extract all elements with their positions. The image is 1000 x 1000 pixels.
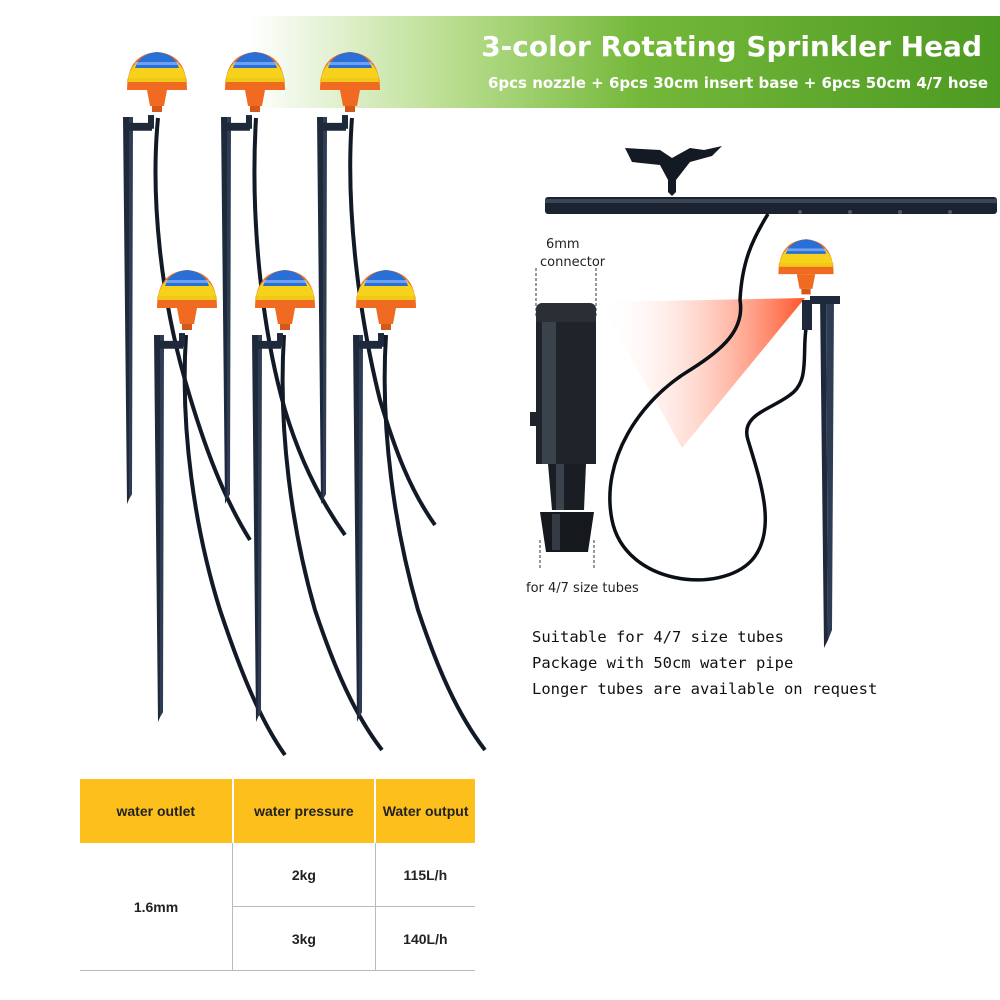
sprinkler-nozzle: [127, 52, 187, 112]
output-cell: 140L/h: [375, 906, 475, 971]
info-line: Package with 50cm water pipe: [532, 654, 794, 672]
info-line: Suitable for 4/7 size tubes: [532, 628, 784, 646]
hose: [280, 334, 384, 752]
hose: [252, 117, 347, 537]
hose: [153, 117, 252, 542]
outlet-cell: 1.6mm: [80, 843, 234, 971]
hose: [348, 117, 437, 527]
banner-subtitle: 6pcs nozzle + 6pcs 30cm insert base + 6p…: [487, 74, 988, 92]
connector-6mm: [530, 303, 596, 552]
header-water-output: Water output: [375, 779, 475, 843]
punch-tool: [625, 146, 722, 196]
insert-stake: [123, 115, 154, 505]
water-spray: [600, 298, 805, 448]
hose: [382, 334, 487, 752]
main-pipe: [545, 197, 997, 214]
table-row: 3kg 140L/h: [80, 906, 475, 971]
output-cell: 115L/h: [375, 843, 475, 907]
dimension-mark: [535, 268, 597, 570]
hose: [182, 334, 287, 757]
table-row: 1.6mm 2kg 115L/h: [80, 843, 475, 971]
insert-stake: [802, 296, 840, 648]
pressure-cell: 2kg: [232, 843, 376, 907]
title-banner: 3-color Rotating Sprinkler Head 6pcs noz…: [250, 16, 1000, 108]
spec-table: water outlet water pressure Water output…: [80, 779, 475, 971]
info-text: Suitable for 4/7 size tubes Package with…: [532, 624, 877, 702]
connector-label: 6mm connector: [540, 236, 605, 272]
spec-header-row: water outlet water pressure Water output: [80, 779, 475, 843]
insert-stake: [154, 333, 185, 723]
connection-hose: [608, 213, 810, 582]
sprinkler-nozzle: [778, 239, 834, 295]
tube-size-label: for 4/7 size tubes: [526, 581, 639, 596]
header-water-pressure: water pressure: [232, 779, 377, 843]
banner-title: 3-color Rotating Sprinkler Head: [481, 30, 982, 63]
sprinkler-nozzle: [320, 52, 380, 112]
header-water-outlet: water outlet: [80, 779, 234, 843]
sprinkler-nozzle: [225, 52, 285, 112]
insert-stake: [221, 115, 252, 505]
pressure-cell: 3kg: [232, 906, 376, 971]
info-line: Longer tubes are available on request: [532, 680, 878, 698]
connector-label-line2: connector: [540, 255, 606, 270]
connector-label-line1: 6mm: [546, 237, 580, 252]
insert-stake: [317, 115, 348, 505]
sprinkler-nozzle: [157, 270, 217, 330]
